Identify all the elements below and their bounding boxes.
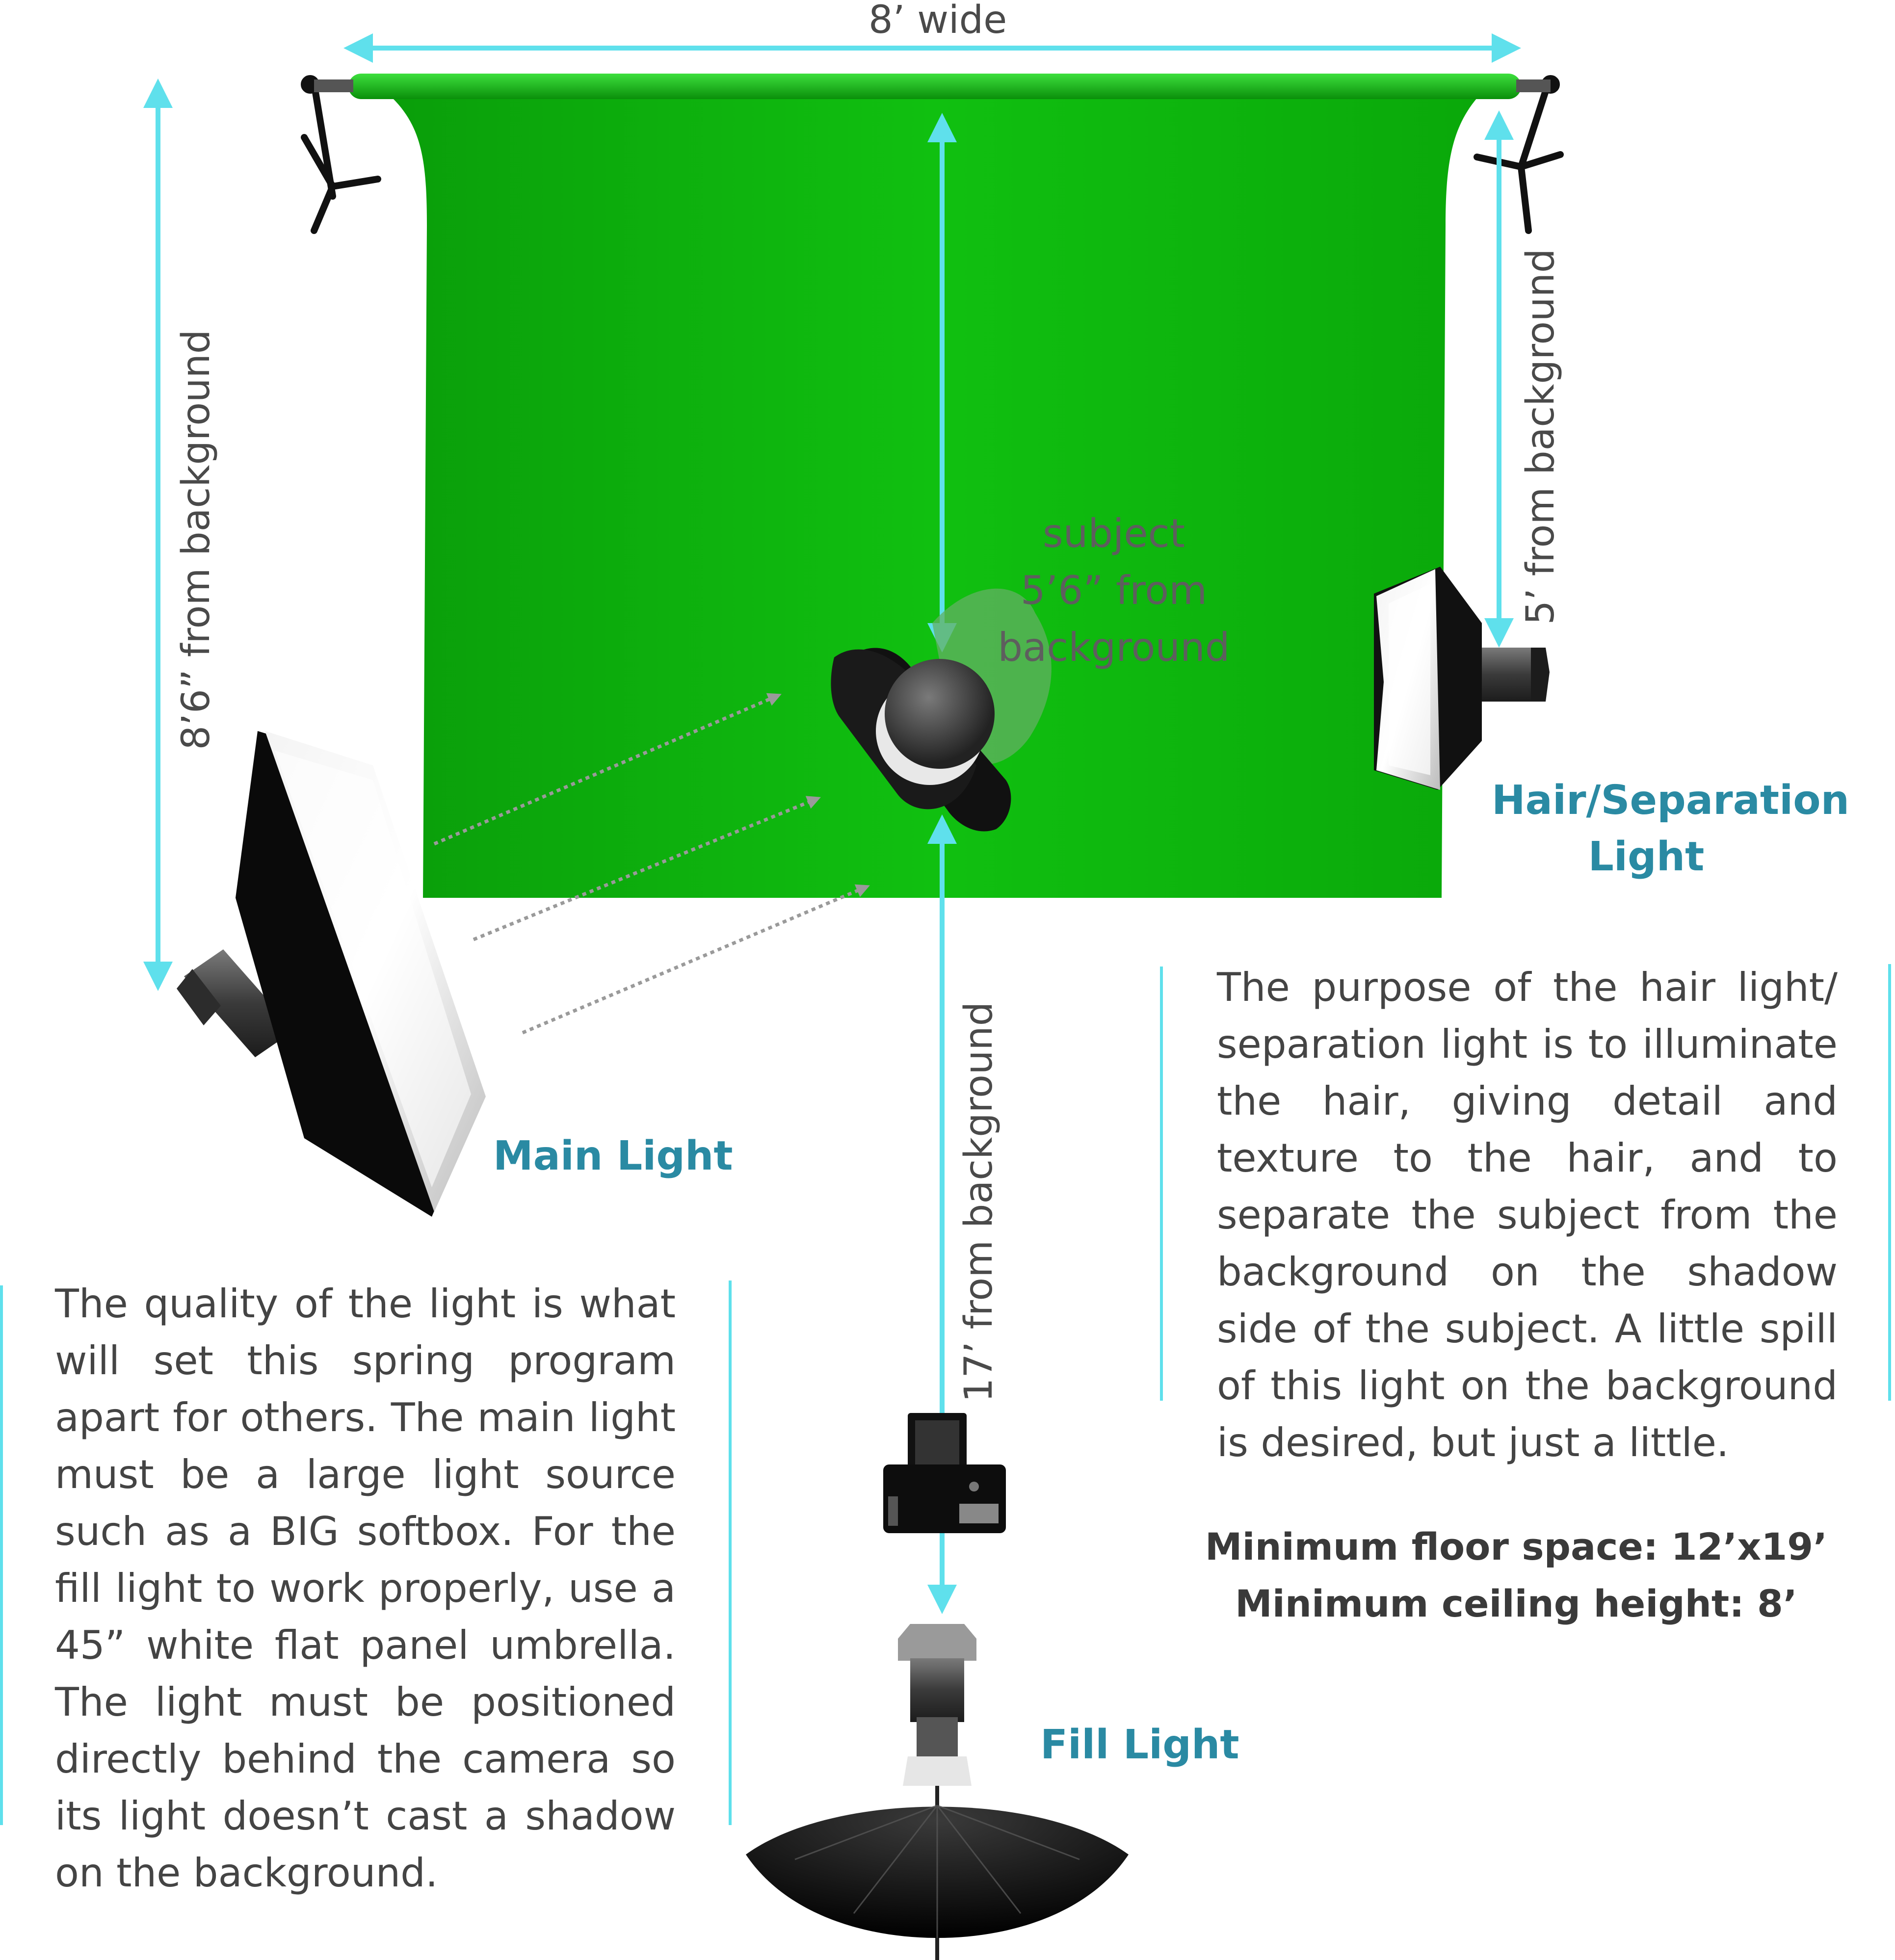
main-light-distance-label: 8’6” from background: [174, 329, 218, 750]
backdrop-crossbar-end-left: [314, 79, 353, 92]
hair-paragraph-left-rule: [1160, 967, 1163, 1401]
camera-icon: [883, 1413, 1006, 1533]
hair-light-softbox: [1374, 567, 1550, 790]
backdrop-crossbar-end-right: [1516, 79, 1551, 92]
main-light-beam-lines: [433, 693, 870, 1035]
space-requirements: Minimum floor space: 12’x19’ Minimum cei…: [1148, 1518, 1884, 1632]
hair-light-label-line1: Hair/Separation: [1492, 777, 1849, 824]
hair-light-label-line2: Light: [1588, 833, 1705, 880]
main-paragraph-left-rule: [0, 1285, 3, 1825]
subject-figure: [831, 588, 1052, 832]
subject-label-line2: 5’6” from: [1020, 568, 1208, 613]
subject-label-line3: background: [998, 625, 1230, 670]
main-light-description: The quality of the light is what will se…: [55, 1281, 676, 1896]
main-paragraph-right-rule: [729, 1281, 732, 1825]
hair-light-label: Hair/Separation Light: [1492, 773, 1849, 886]
backdrop-crossbar: [348, 74, 1521, 99]
right-backdrop-stand: [1474, 75, 1564, 234]
main-light-label: Main Light: [493, 1133, 733, 1179]
fill-light-label: Fill Light: [1040, 1722, 1239, 1768]
hair-light-description: The purpose of the hair light/ separatio…: [1217, 965, 1838, 1465]
hair-paragraph-right-rule: [1888, 964, 1891, 1401]
camera-distance-label: 17’ from background: [957, 1001, 1001, 1403]
left-backdrop-stand: [301, 75, 381, 234]
fill-light-umbrella: [746, 1624, 1129, 1960]
width-dimension-label: 8’ wide: [869, 0, 1007, 42]
floor-space-requirement: Minimum floor space: 12’x19’: [1205, 1525, 1828, 1568]
hair-light-distance-label: 5’ from background: [1519, 248, 1563, 625]
ceiling-height-requirement: Minimum ceiling height: 8’: [1235, 1582, 1797, 1625]
main-light-softbox: [177, 731, 486, 1217]
subject-label-line1: subject: [1043, 511, 1185, 556]
